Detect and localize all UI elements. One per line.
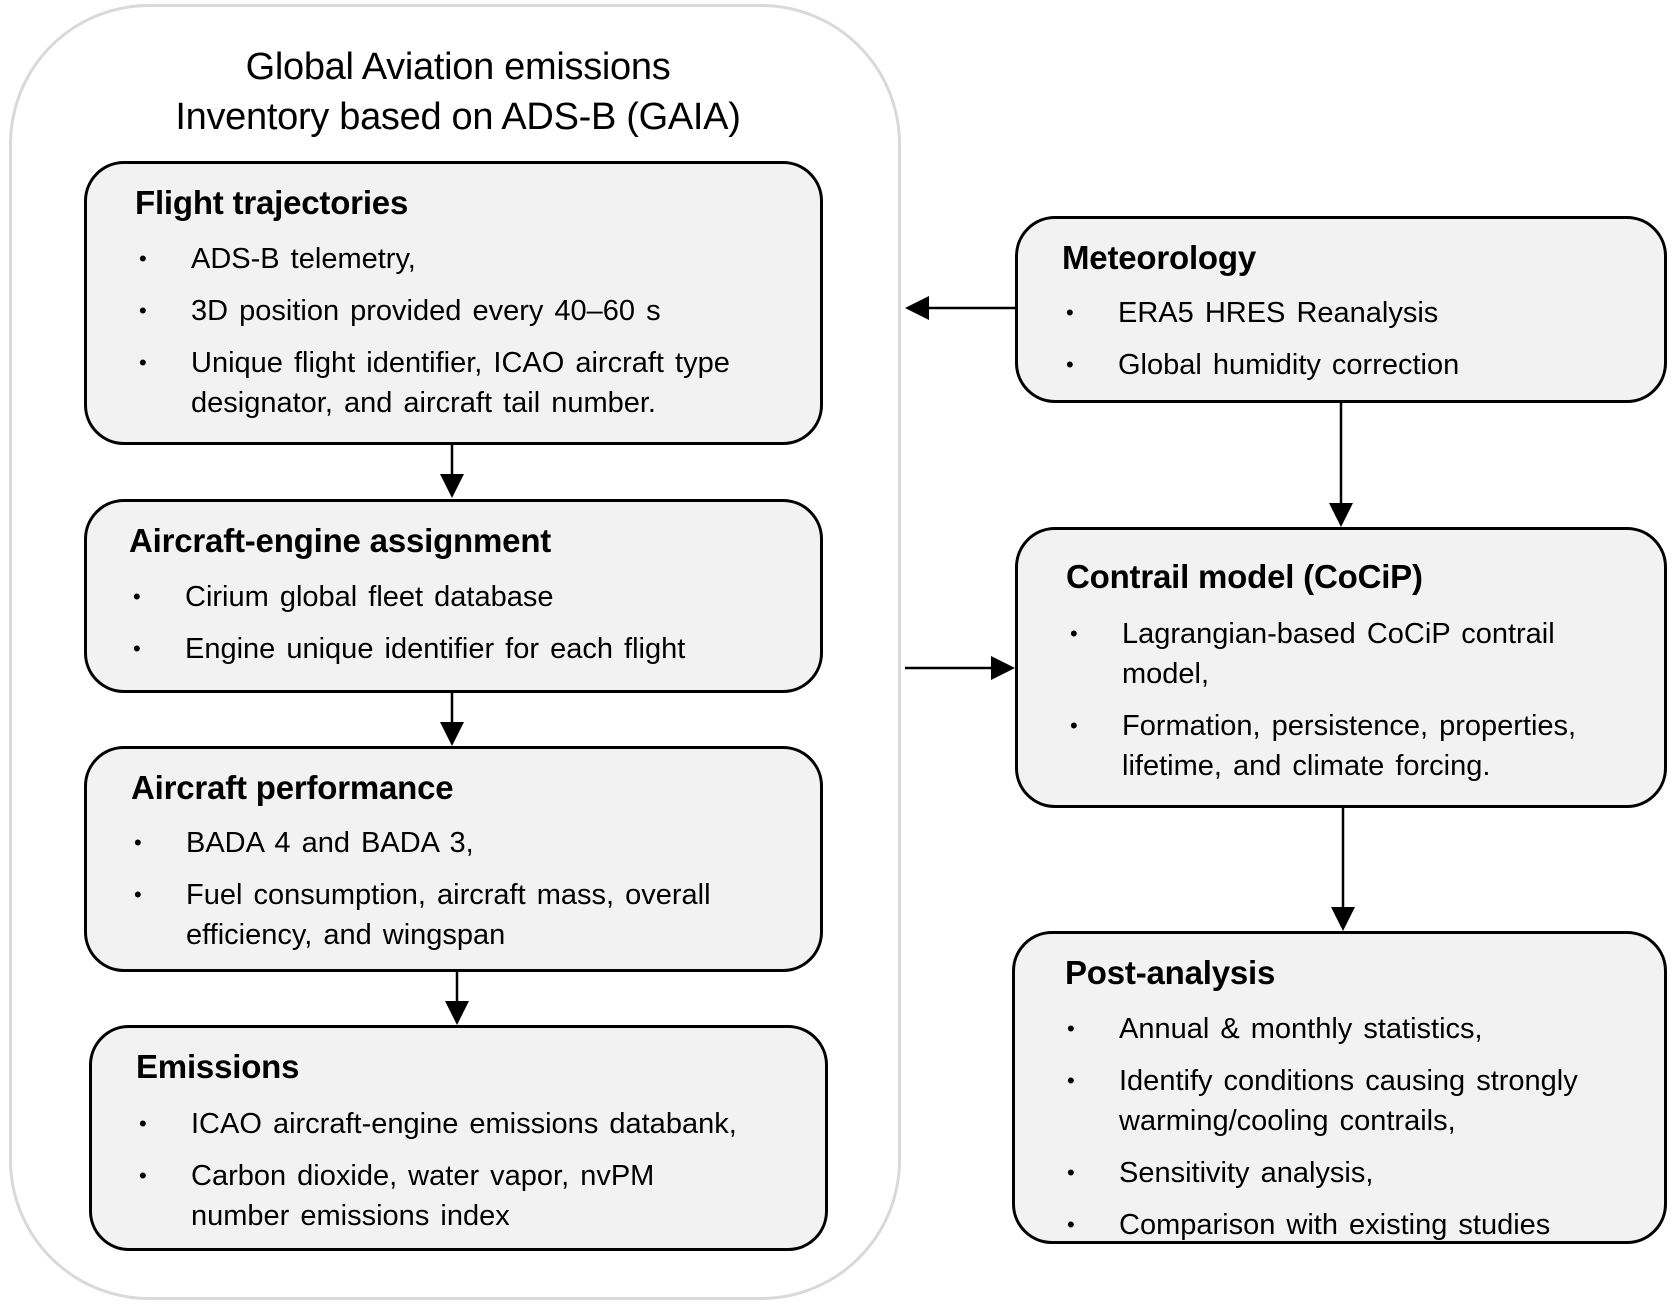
box-list: •Cirium global fleet database •Engine un… (133, 577, 803, 681)
arrow-flight-to-engine (440, 445, 464, 498)
bullet-icon: • (1070, 621, 1078, 646)
box-title: Aircraft-engine assignment (129, 522, 552, 559)
bullet-icon: • (1067, 1160, 1075, 1185)
bullet-icon: • (139, 298, 147, 323)
bullet-icon: • (1067, 1016, 1075, 1041)
arrowhead-icon (440, 722, 464, 746)
list-item: •Carbon dioxide, water vapor, nvPM numbe… (139, 1156, 731, 1236)
arrowhead-icon (905, 296, 929, 320)
arrow-meteorology-to-gaia (905, 296, 1015, 320)
gaia-title-line-1: Global Aviation emissions (245, 46, 671, 88)
arrowhead-icon (1331, 907, 1355, 931)
list-item: •ERA5 HRES Reanalysis (1066, 293, 1646, 333)
aircraft-engine-assignment-box: Aircraft-engine assignment •Cirium globa… (84, 499, 823, 693)
box-list: •Annual & monthly statistics, •Identify … (1067, 1009, 1657, 1257)
list-item: •Unique flight identifier, ICAO aircraft… (139, 343, 799, 423)
box-list: •ERA5 HRES Reanalysis •Global humidity c… (1066, 293, 1646, 397)
bullet-icon: • (134, 882, 142, 907)
list-item: •ICAO aircraft-engine emissions databank… (139, 1104, 819, 1144)
list-item: •Annual & monthly statistics, (1067, 1009, 1657, 1049)
bullet-icon: • (1066, 300, 1074, 325)
box-list: •ADS-B telemetry, •3D position provided … (139, 239, 799, 435)
list-item: •Global humidity correction (1066, 345, 1646, 385)
flight-trajectories-box: Flight trajectories •ADS-B telemetry, •3… (84, 161, 823, 445)
box-list: •ICAO aircraft-engine emissions databank… (139, 1104, 819, 1248)
list-item: •ADS-B telemetry, (139, 239, 799, 279)
gaia-group-title: Global Aviation emissions Inventory base… (120, 42, 796, 142)
box-title: Meteorology (1062, 239, 1256, 276)
arrowhead-icon (991, 656, 1015, 680)
list-item: •3D position provided every 40–60 s (139, 291, 799, 331)
list-item: •Lagrangian-based CoCiP contrail model, (1070, 614, 1650, 694)
bullet-icon: • (139, 1111, 147, 1136)
list-item: •Cirium global fleet database (133, 577, 803, 617)
arrow-meteorology-to-contrail (1329, 403, 1353, 527)
aircraft-performance-box: Aircraft performance •BADA 4 and BADA 3,… (84, 746, 823, 972)
arrowhead-icon (445, 1001, 469, 1025)
bullet-icon: • (134, 830, 142, 855)
list-item: •Engine unique identifier for each fligh… (133, 629, 803, 669)
contrail-model-box: Contrail model (CoCiP) •Lagrangian-based… (1015, 527, 1667, 808)
box-title: Aircraft performance (131, 769, 454, 806)
arrowhead-icon (1329, 503, 1353, 527)
bullet-icon: • (133, 584, 141, 609)
box-list: •Lagrangian-based CoCiP contrail model, … (1070, 614, 1650, 798)
box-title: Post-analysis (1065, 954, 1276, 991)
list-item: •Sensitivity analysis, (1067, 1153, 1657, 1193)
bullet-icon: • (139, 350, 147, 375)
box-list: •BADA 4 and BADA 3, •Fuel consumption, a… (134, 823, 794, 967)
list-item: •Formation, persistence, properties, lif… (1070, 706, 1650, 786)
gaia-title-line-2: Inventory based on ADS-B (GAIA) (175, 96, 741, 138)
bullet-icon: • (1067, 1212, 1075, 1237)
arrow-engine-to-performance (440, 693, 464, 746)
bullet-icon: • (133, 636, 141, 661)
list-item: •Identify conditions causing strongly wa… (1067, 1061, 1657, 1141)
box-title: Emissions (136, 1048, 300, 1085)
meteorology-box: Meteorology •ERA5 HRES Reanalysis •Globa… (1015, 216, 1667, 403)
bullet-icon: • (139, 246, 147, 271)
bullet-icon: • (1070, 713, 1078, 738)
arrow-gaia-to-contrail (905, 656, 1015, 680)
arrow-performance-to-emissions (445, 972, 469, 1025)
bullet-icon: • (1067, 1068, 1075, 1093)
bullet-icon: • (139, 1163, 147, 1188)
bullet-icon: • (1066, 352, 1074, 377)
gaia-group-container (9, 4, 901, 1300)
box-title: Contrail model (CoCiP) (1066, 558, 1423, 595)
list-item: •BADA 4 and BADA 3, (134, 823, 794, 863)
arrowhead-icon (440, 474, 464, 498)
list-item: •Comparison with existing studies (1067, 1205, 1657, 1245)
emissions-box: Emissions •ICAO aircraft-engine emission… (89, 1025, 828, 1251)
arrow-contrail-to-post-analysis (1331, 808, 1355, 931)
list-item: •Fuel consumption, aircraft mass, overal… (134, 875, 794, 955)
post-analysis-box: Post-analysis •Annual & monthly statisti… (1012, 931, 1667, 1244)
box-title: Flight trajectories (135, 184, 409, 221)
